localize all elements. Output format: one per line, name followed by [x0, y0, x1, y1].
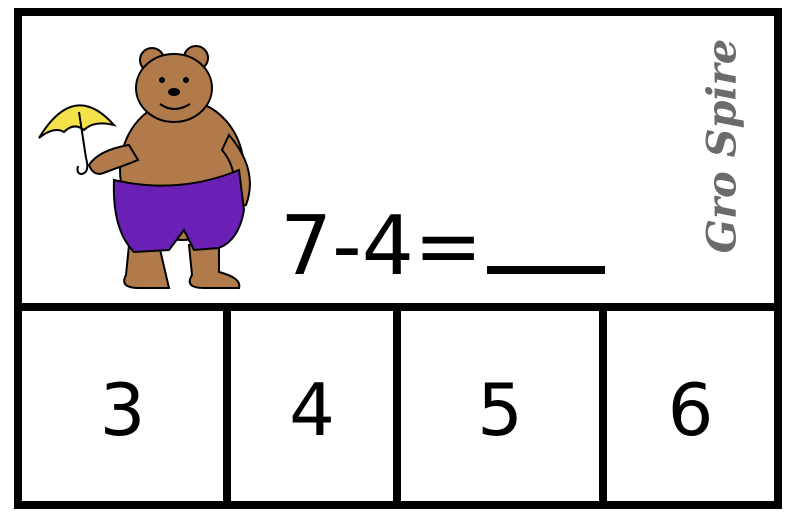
- answer-option-3[interactable]: 5: [401, 311, 607, 509]
- equation-text: 7-4=: [280, 199, 483, 294]
- answer-option-4[interactable]: 6: [667, 368, 714, 452]
- answer-blank: [486, 266, 605, 274]
- brand-watermark: Gro Spire: [698, 38, 746, 254]
- bear-with-umbrella-icon: [38, 45, 251, 289]
- answer-option-2[interactable]: 4: [231, 311, 401, 509]
- answer-option-1[interactable]: 3: [22, 311, 231, 509]
- question-panel: 7-4= Gro Spire: [22, 16, 774, 311]
- math-card: 7-4= Gro Spire 3 4 5 6: [14, 8, 782, 509]
- answer-choices: 3 4 5 6: [22, 311, 774, 509]
- equation: 7-4=: [280, 168, 605, 288]
